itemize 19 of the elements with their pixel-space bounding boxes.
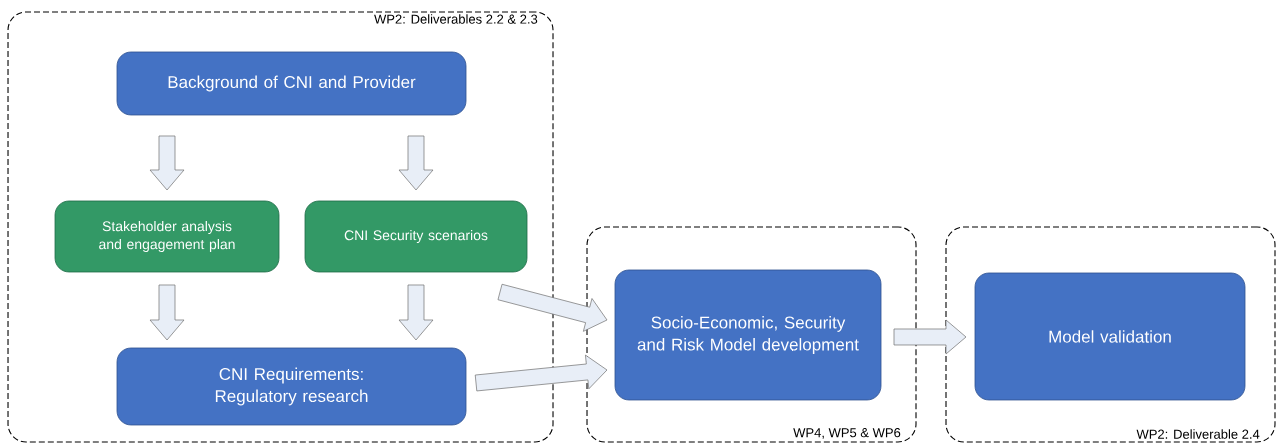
process-box: CNI Requirements: Regulatory research bbox=[116, 347, 467, 426]
dashed-group-box bbox=[7, 11, 554, 443]
dashed-group-box bbox=[945, 226, 1276, 443]
group-label: WP4, WP5 & WP6 bbox=[793, 428, 901, 439]
process-box: Socio-Economic, Security and Risk Model development bbox=[614, 269, 882, 401]
group-label: WP2: Deliverable 2.4 bbox=[1136, 429, 1260, 439]
block-arrow bbox=[474, 354, 608, 392]
group-label: WP2: Deliverables 2.2 & 2.3 bbox=[374, 14, 538, 24]
block-arrow bbox=[398, 135, 434, 191]
process-box: Background of CNI and Provider bbox=[116, 51, 467, 116]
block-arrow bbox=[398, 284, 434, 341]
dashed-group-box bbox=[586, 226, 917, 443]
block-arrow bbox=[497, 283, 608, 332]
activity-box: Stakeholder analysis and engagement plan bbox=[54, 200, 280, 273]
block-arrow bbox=[149, 284, 185, 341]
activity-box: CNI Security scenarios bbox=[304, 200, 528, 273]
process-box: Model validation bbox=[974, 272, 1246, 401]
block-arrow bbox=[893, 319, 967, 355]
block-arrow bbox=[149, 135, 185, 191]
